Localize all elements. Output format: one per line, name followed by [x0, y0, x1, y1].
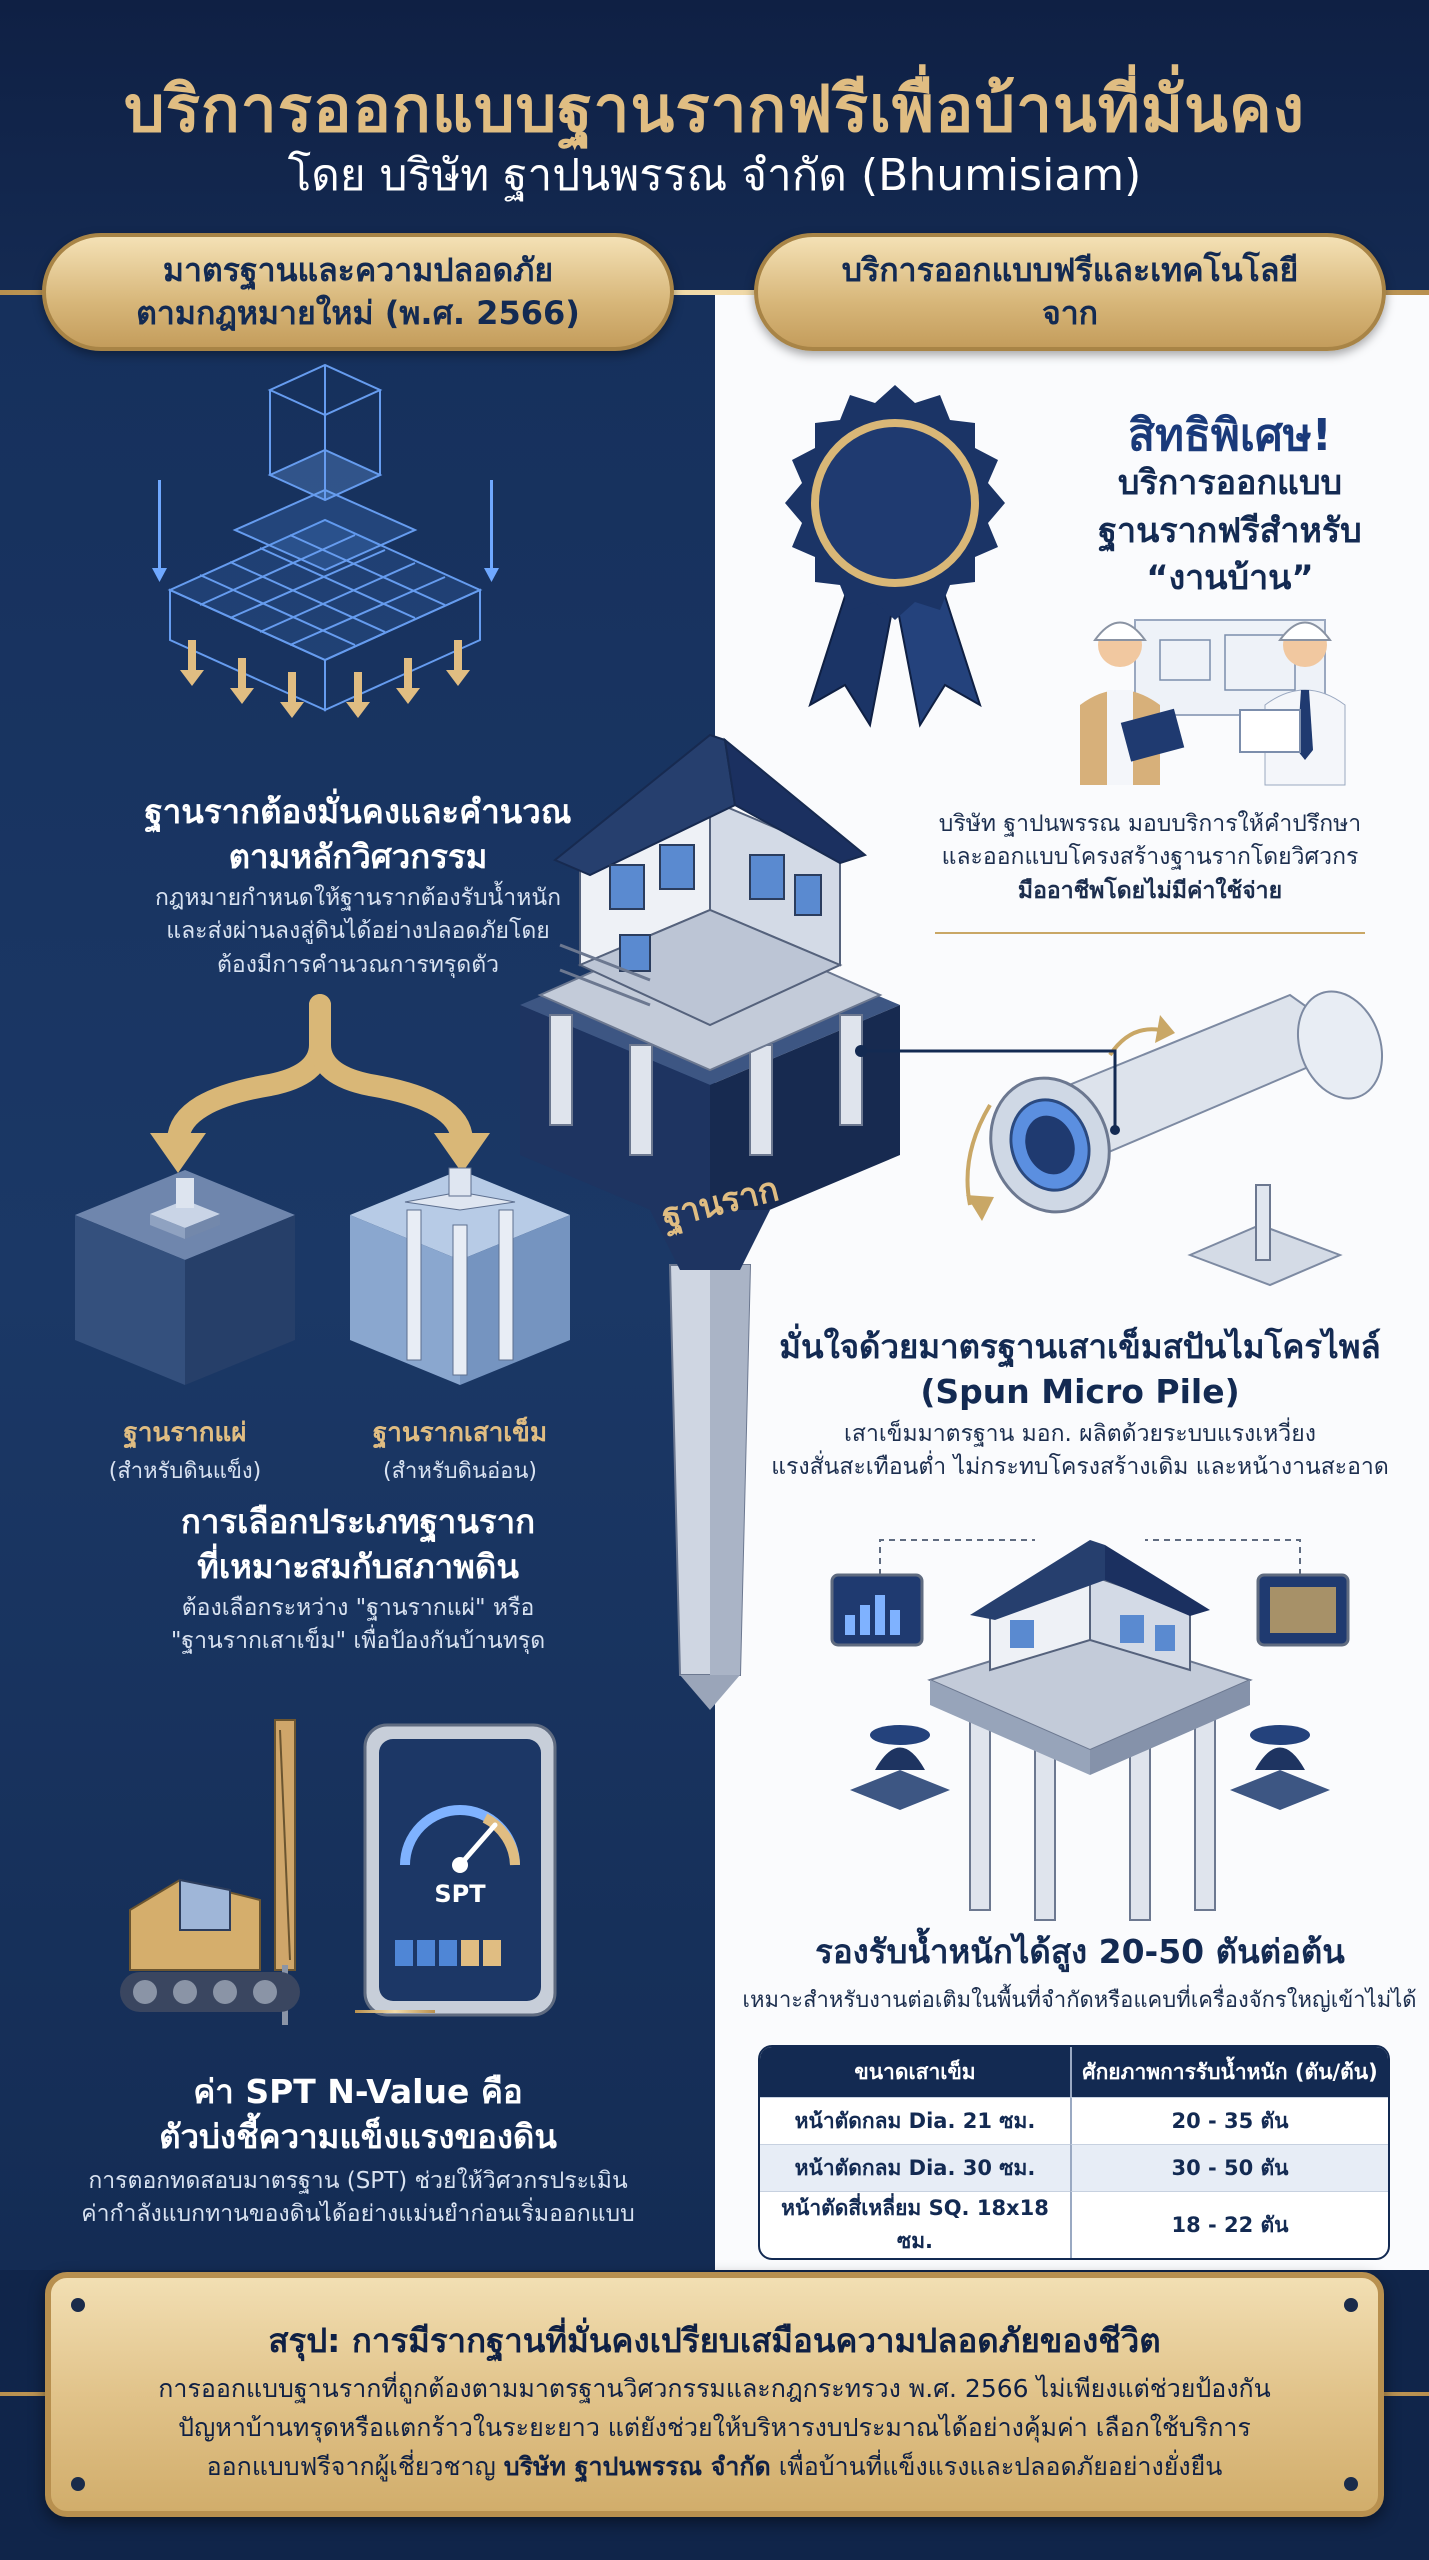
- left-pill-line1: มาตรฐานและความปลอดภัย: [162, 250, 554, 289]
- table-cell-load: 18 - 22 ตัน: [1070, 2191, 1388, 2258]
- table-cell-load: 20 - 35 ตัน: [1070, 2097, 1388, 2144]
- table-header-size: ขนาดเสาเข็ม: [760, 2047, 1070, 2097]
- load-capacity-heading: รองรับน้ำหนักได้สูง 20-50 ตันต่อต้น: [815, 1932, 1345, 1971]
- right-pill-line2: จาก: [1041, 294, 1099, 332]
- shallow-footing-caption: ฐานรากแผ่ (สำหรับดินแข็ง): [108, 1418, 262, 1484]
- spt-gauge-label: SPT: [434, 1880, 486, 1908]
- foundation-wireframe-icon: [152, 363, 499, 718]
- rivet-icon: [1344, 2298, 1358, 2312]
- summary-body: การออกแบบฐานรากที่ถูกต้องตามมาตรฐานวิศวก…: [158, 2374, 1271, 2481]
- header-gold-line: [0, 290, 1429, 295]
- shallow-footing-icon: [75, 1170, 295, 1385]
- right-divider: [935, 932, 1365, 934]
- table-header-load: ศักยภาพการรับน้ำหนัก (ตัน/ต้น): [1070, 2047, 1388, 2097]
- table-cell-size: หน้าตัดกลม Dia. 21 ซม.: [760, 2097, 1070, 2144]
- table-row: หน้าตัดกลม Dia. 30 ซม. 30 - 50 ตัน: [760, 2144, 1388, 2191]
- pile-capacity-table: ขนาดเสาเข็ม ศักยภาพการรับน้ำหนัก (ตัน/ต้…: [758, 2045, 1390, 2260]
- engineers-icon: [1080, 619, 1346, 786]
- left-section-pill: มาตรฐานและความปลอดภัย ตามกฎหมายใหม่ (พ.ศ…: [42, 233, 674, 351]
- table-cell-load: 30 - 50 ตัน: [1070, 2144, 1388, 2191]
- special-offer-body: บริการออกแบบ ฐานรากฟรีสำหรับ “งานบ้าน”: [1098, 463, 1362, 599]
- right-section-pill: บริการออกแบบฟรีและเทคโนโลยี จาก: [754, 233, 1386, 351]
- pile-footing-icon: [350, 1167, 570, 1385]
- summary-plaque: สรุป: การมีรากฐานที่มั่นคงเปรียบเสมือนคว…: [45, 2272, 1384, 2517]
- table-header-row: ขนาดเสาเข็ม ศักยภาพการรับน้ำหนัก (ตัน/ต้…: [760, 2047, 1388, 2097]
- page-subtitle: โดย บริษัท ฐาปนพรรณ จำกัด (Bhumisiam): [287, 150, 1142, 201]
- table-cell-size: หน้าตัดสี่เหลี่ยม SQ. 18x18 ซม.: [760, 2191, 1070, 2258]
- left-pill-line2: ตามกฎหมายใหม่ (พ.ศ. 2566): [136, 294, 580, 332]
- spun-pile-heading: มั่นใจด้วยมาตรฐานเสาเข็มสปันไมโครไพล์ (S…: [779, 1327, 1381, 1411]
- foundation-stable-body: กฎหมายกำหนดให้ฐานรากต้องรับน้ำหนัก และส่…: [154, 885, 562, 978]
- spun-micro-pile-icon: [965, 990, 1384, 1287]
- footing-selection-body: ต้องเลือกระหว่าง "ฐานรากแผ่" หรือ "ฐานรา…: [170, 1595, 546, 1655]
- spun-pile-body: เสาเข็มมาตรฐาน มอก. ผลิตด้วยระบบแรงเหวี่…: [771, 1421, 1389, 1481]
- fork-arrow-icon: [150, 994, 490, 1173]
- spt-gauge-icon: [363, 1723, 557, 2017]
- rivet-icon: [71, 2477, 85, 2491]
- spt-heading: ค่า SPT N-Value คือ ตัวบ่งชี้ความแข็งแรง…: [159, 2072, 557, 2156]
- footing-selection-heading: การเลือกประเภทฐานราก ที่เหมาะสมกับสภาพดิ…: [180, 1502, 536, 1586]
- table-row: หน้าตัดกลม Dia. 21 ซม. 20 - 35 ตัน: [760, 2097, 1388, 2144]
- drilling-rig-icon: [120, 1719, 300, 2025]
- house-foundation-icon: [520, 733, 900, 1710]
- summary-title: สรุป: การมีรากฐานที่มั่นคงเปรียบเสมือนคว…: [268, 2321, 1161, 2360]
- right-pill-line1: บริการออกแบบฟรีและเทคโนโลยี: [841, 250, 1299, 289]
- pile-footing-caption: ฐานรากเสาเข็ม (สำหรับดินอ่อน): [372, 1418, 548, 1484]
- consult-body: บริษัท ฐาปนพรรณ มอบบริการให้คำปรึกษา และ…: [938, 811, 1362, 904]
- spt-body: การตอกทดสอบมาตรฐาน (SPT) ช่วยให้วิศวกรปร…: [81, 2168, 635, 2228]
- house-on-piles-icon: [830, 1539, 1350, 1921]
- special-offer-title: สิทธิพิเศษ!: [1128, 410, 1332, 461]
- load-capacity-body: เหมาะสำหรับงานต่อเติมในพื้นที่จำกัดหรือแ…: [742, 1988, 1417, 2013]
- rivet-icon: [1344, 2477, 1358, 2491]
- page-title: บริการออกแบบฐานรากฟรีเพื่อบ้านที่มั่นคง: [124, 73, 1305, 147]
- callout-connector: [855, 1045, 1120, 1135]
- award-ribbon-icon: [785, 385, 1005, 728]
- foundation-stable-heading: ฐานรากต้องมั่นคงและคำนวณ ตามหลักวิศวกรรม: [144, 792, 572, 876]
- table-row: หน้าตัดสี่เหลี่ยม SQ. 18x18 ซม. 18 - 22 …: [760, 2191, 1388, 2258]
- rig-connector-line: [355, 2010, 435, 2013]
- rivet-icon: [71, 2298, 85, 2312]
- table-cell-size: หน้าตัดกลม Dia. 30 ซม.: [760, 2144, 1070, 2191]
